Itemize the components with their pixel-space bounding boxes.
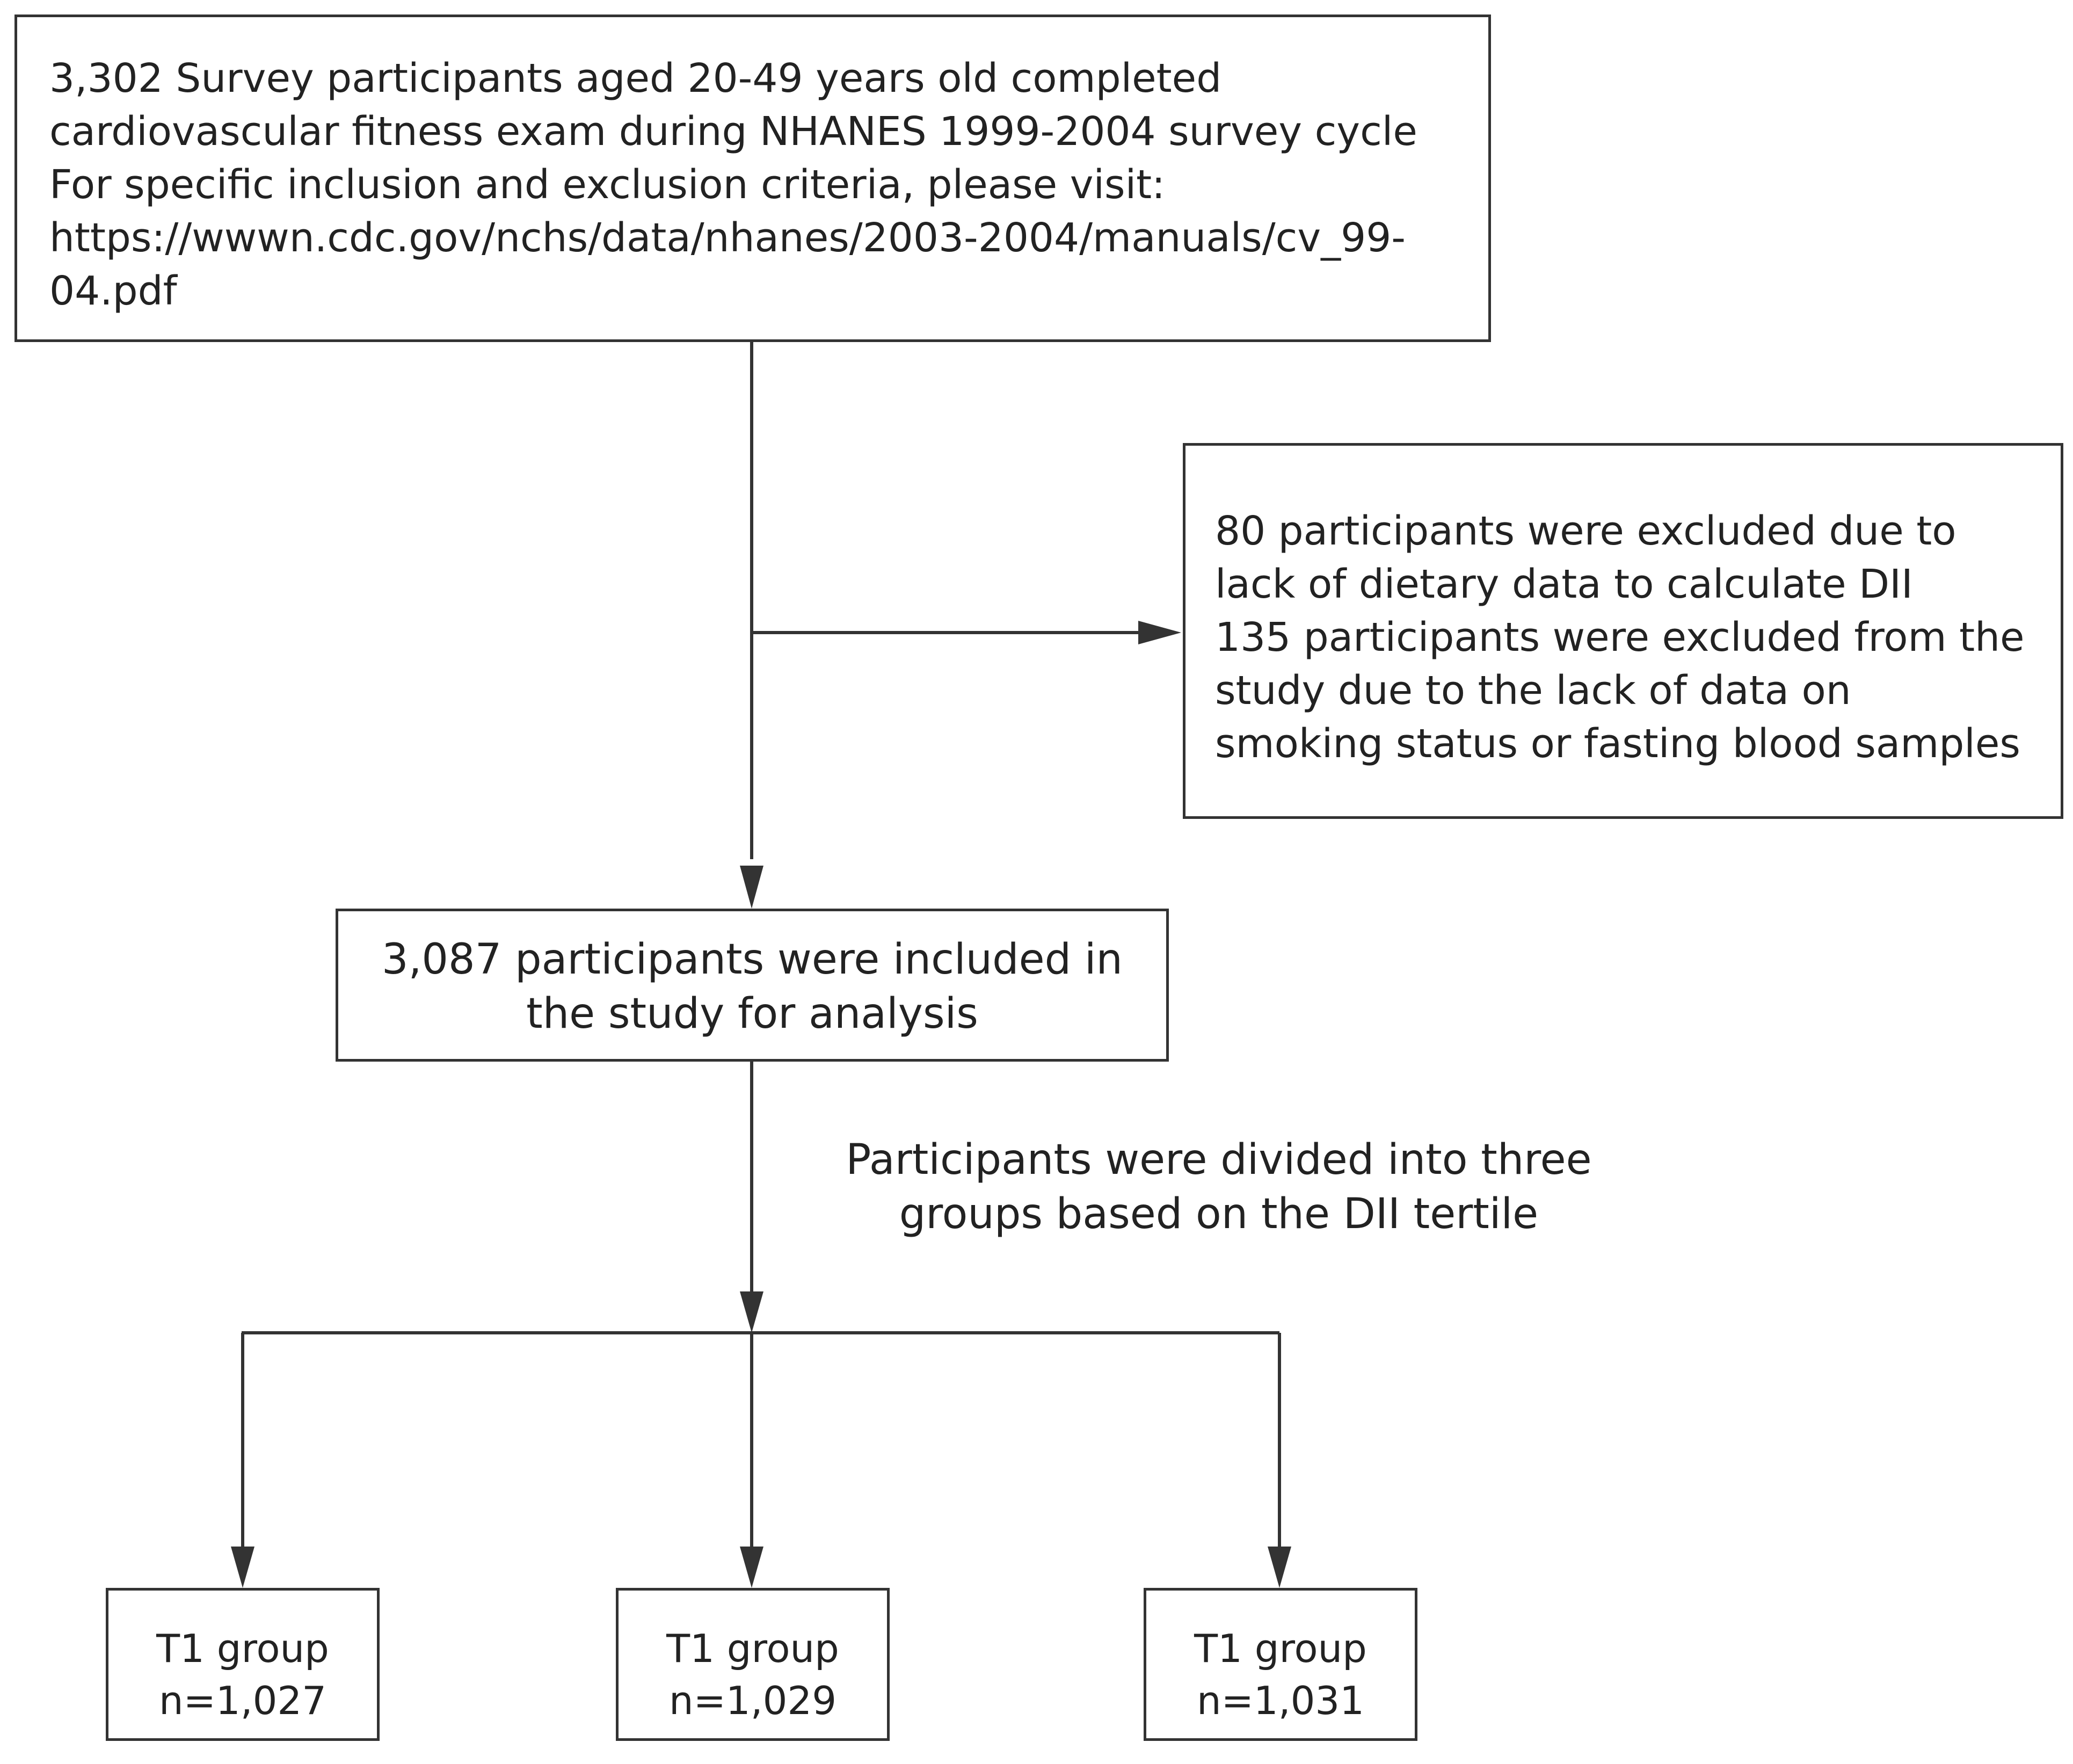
arrow-to-group-1 [231, 1547, 254, 1588]
exclusion-text-line: study due to the lack of data on [1215, 667, 1851, 714]
exclusion-text-line: smoking status or fasting blood samples [1215, 721, 2020, 767]
division-note-line: Participants were divided into three [846, 1136, 1592, 1184]
group-count: n=1,031 [1196, 1678, 1365, 1723]
arrow-to-split [740, 1291, 763, 1333]
group-label: T1 group [156, 1626, 329, 1671]
group-count: n=1,029 [668, 1678, 837, 1723]
arrow-to-exclusion-box [1138, 621, 1181, 644]
enrollment-text-line: 3,302 Survey participants aged 20-49 yea… [49, 55, 1222, 101]
included-text-line: the study for analysis [526, 990, 978, 1038]
division-note: Participants were divided into three gro… [762, 1133, 1675, 1242]
group-count: n=1,027 [158, 1678, 327, 1723]
exclusion-text-line: 80 participants were excluded due to [1215, 508, 1956, 554]
enrollment-text-line: cardiovascular fitness exam during NHANE… [49, 108, 1417, 155]
group-box-3: T1 group n=1,031 [1144, 1588, 1417, 1741]
enrollment-box: 3,302 Survey participants aged 20-49 yea… [14, 14, 1491, 342]
exclusion-box: 80 participants were excluded due to lac… [1183, 443, 2063, 819]
group-box-1: T1 group n=1,027 [106, 1588, 380, 1741]
group-label: T1 group [666, 1626, 839, 1671]
exclusion-text-line: 135 participants were excluded from the [1215, 614, 2025, 660]
arrow-to-group-2 [740, 1547, 763, 1588]
included-text-line: 3,087 participants were included in [382, 935, 1123, 984]
group-box-2: T1 group n=1,029 [616, 1588, 890, 1741]
enrollment-text-line: For specific inclusion and exclusion cri… [49, 162, 1166, 208]
criteria-url-line: 04.pdf [49, 268, 177, 314]
group-label: T1 group [1194, 1626, 1367, 1671]
division-note-line: groups based on the DII tertile [899, 1190, 1539, 1238]
arrow-to-group-3 [1268, 1547, 1291, 1588]
included-box: 3,087 participants were included in the … [336, 909, 1169, 1062]
criteria-url-line: https://wwwn.cdc.gov/nchs/data/nhanes/20… [49, 215, 1406, 261]
exclusion-text-line: lack of dietary data to calculate DII [1215, 561, 1913, 607]
arrow-to-included-box [740, 866, 763, 909]
